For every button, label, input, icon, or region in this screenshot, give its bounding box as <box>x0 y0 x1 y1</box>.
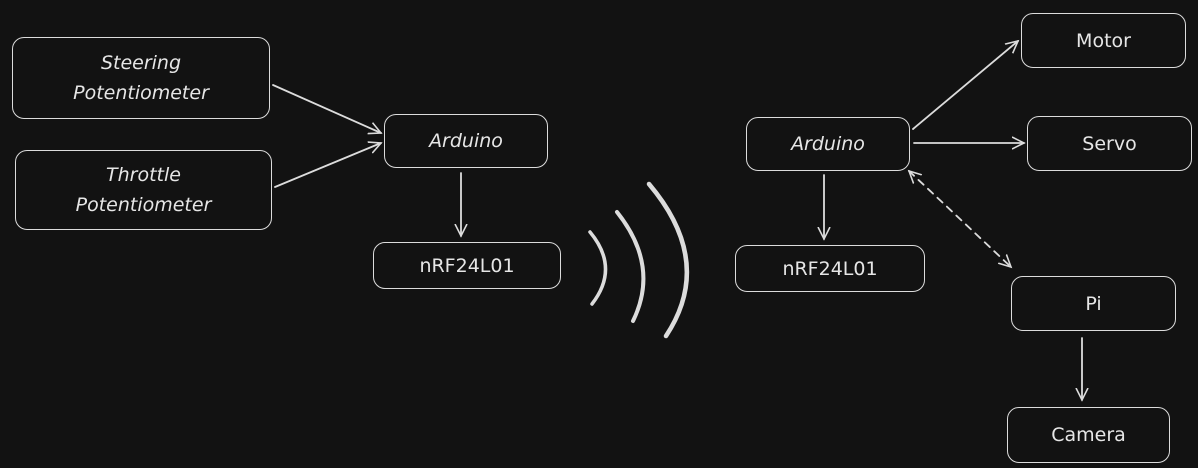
camera-box: Camera <box>1007 407 1170 463</box>
motor-label: Motor <box>1076 29 1131 52</box>
arrow-arduino-pi-bidirectional <box>909 171 1011 267</box>
throttle-label-line1: Throttle <box>106 164 181 186</box>
pi-label: Pi <box>1085 292 1102 315</box>
arduino-rx-label: Arduino <box>791 133 865 155</box>
radio-wave-small <box>588 230 608 306</box>
arrow-throttle-to-arduino <box>274 143 381 188</box>
steering-label-line2: Potentiometer <box>73 82 209 104</box>
servo-box: Servo <box>1027 116 1192 171</box>
arrow-steering-to-arduino <box>272 84 381 133</box>
pi-box: Pi <box>1011 276 1176 331</box>
servo-label: Servo <box>1082 132 1137 155</box>
arrow-arduino-to-motor <box>912 41 1018 130</box>
radio-wave-medium <box>615 210 646 323</box>
nrf-receiver-box: nRF24L01 <box>735 245 925 292</box>
nrf-tx-label: nRF24L01 <box>419 254 515 277</box>
motor-box: Motor <box>1021 13 1186 68</box>
camera-label: Camera <box>1051 424 1126 446</box>
nrf-rx-label: nRF24L01 <box>782 257 878 280</box>
radio-wave-large <box>646 181 690 339</box>
nrf-transmitter-box: nRF24L01 <box>373 242 561 289</box>
arduino-transmitter-box: Arduino <box>384 114 548 168</box>
throttle-label-line2: Potentiometer <box>75 194 212 216</box>
arduino-receiver-box: Arduino <box>746 117 910 171</box>
radio-waves-icon <box>588 181 690 339</box>
arduino-tx-label: Arduino <box>429 130 503 152</box>
steering-label-line1: Steering <box>100 52 182 74</box>
